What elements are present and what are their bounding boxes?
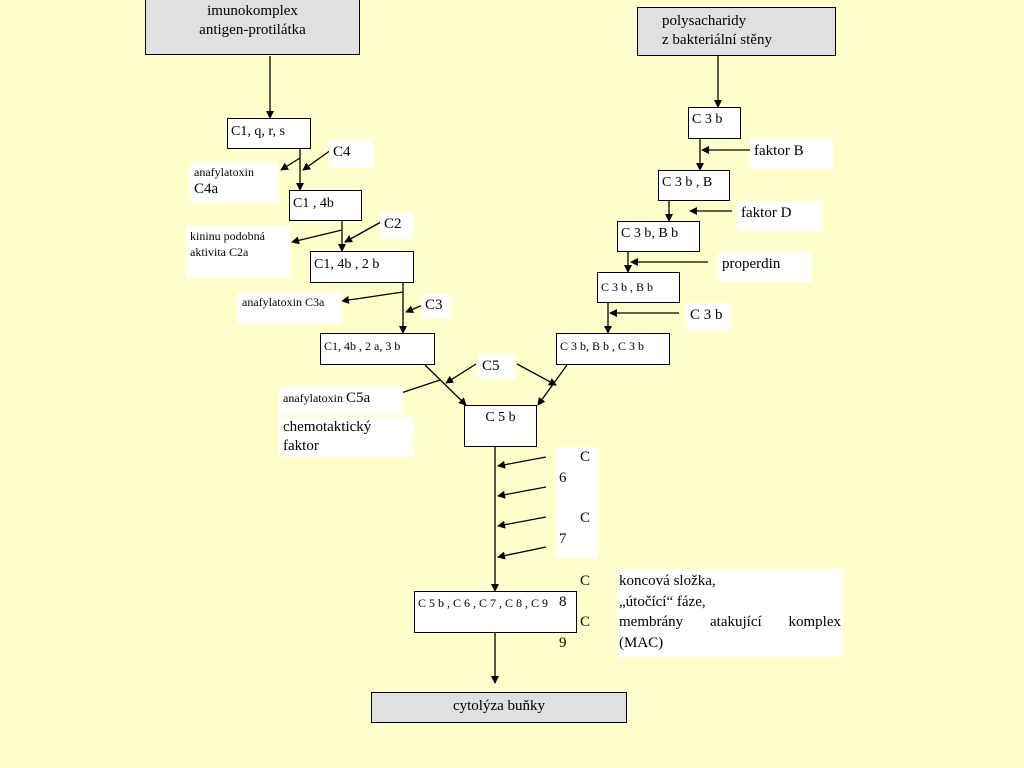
node-alternative-c5-convertase: C 3 b, B b , C 3 b bbox=[556, 333, 670, 365]
arrow-conv-to-c5b-left bbox=[424, 364, 467, 406]
label-c4a-pre: anafylatoxin bbox=[194, 165, 254, 179]
arrow-c7-in-2 bbox=[497, 546, 547, 560]
label-properdin: properdin bbox=[718, 252, 812, 282]
label-c6-letter: C bbox=[579, 449, 590, 465]
label-faktor-d: faktor D bbox=[737, 201, 822, 231]
node-c14b2b: C1, 4b , 2 b bbox=[310, 251, 414, 283]
node-c3bBb-2: C 3 b , B b bbox=[597, 272, 680, 303]
arrow-c4a-out bbox=[280, 157, 301, 171]
mac-desc-line3: membrány atakující komplex bbox=[619, 614, 841, 630]
label-c5a-name: C5a bbox=[345, 390, 371, 406]
arrow-c3a-out bbox=[341, 291, 404, 304]
arrow-c6-in-2 bbox=[497, 486, 547, 499]
start-line-1: imunokomplex bbox=[207, 3, 298, 19]
label-faktor-b: faktor B bbox=[750, 139, 833, 169]
label-c2: C2 bbox=[380, 212, 413, 239]
start-box-immunocomplex: imunokomplex antigen-protilátka bbox=[145, 0, 360, 55]
label-c5: C5 bbox=[478, 355, 515, 379]
label-c6-number: 6 bbox=[559, 469, 567, 486]
arrow-c2a-out bbox=[291, 229, 343, 245]
node-c1: C1, q, r, s bbox=[227, 118, 311, 149]
label-chemotactic-line1: chemotaktický bbox=[283, 419, 372, 435]
mac-desc-line4: (MAC) bbox=[619, 634, 664, 651]
label-c8-c9: C 8 C 9 bbox=[556, 571, 598, 675]
end-box-cell-lysis: cytolýza buňky bbox=[371, 692, 627, 723]
label-c5a-pre: anafylatoxin bbox=[283, 391, 343, 405]
label-c3b-in: C 3 b bbox=[686, 303, 730, 331]
arrow-c6-in-1 bbox=[497, 456, 547, 469]
start-box-polysaccharides: polysacharidy z bakteriální stěny bbox=[637, 7, 836, 56]
label-c2a: kininu podobná aktivita C2a bbox=[186, 226, 290, 278]
mac-desc-line1: koncová složka, bbox=[619, 573, 716, 589]
label-mac-description: koncová složka, „útočící“ fáze, membrány… bbox=[617, 569, 843, 657]
mac-desc-line2: „útočící“ fáze, bbox=[619, 593, 706, 610]
arrow-c2-in bbox=[344, 221, 382, 243]
node-c14b: C1 , 4b bbox=[289, 190, 362, 221]
node-c5b: C 5 b bbox=[464, 405, 537, 447]
label-c7-number: 7 bbox=[559, 530, 567, 547]
label-c9-letter: C bbox=[579, 614, 590, 630]
label-c4: C4 bbox=[329, 140, 373, 168]
label-c5a: anafylatoxin C5a bbox=[279, 387, 403, 415]
label-c7-letter: C bbox=[579, 510, 590, 526]
arrow-c4-in bbox=[302, 149, 332, 171]
arrow-c3-in bbox=[405, 304, 424, 314]
label-c4a-name: C4a bbox=[194, 181, 219, 197]
label-c3: C3 bbox=[421, 294, 451, 318]
node-c3b: C 3 b bbox=[688, 107, 741, 139]
node-c3bB: C 3 b , B bbox=[658, 170, 730, 201]
label-chemotactic: chemotaktický faktor bbox=[279, 417, 413, 457]
arrow-c5-in-left bbox=[445, 363, 477, 384]
node-c3bBb: C 3 b, B b bbox=[617, 221, 700, 252]
label-chemotactic-line2: faktor bbox=[283, 438, 319, 454]
label-c3a: anafylatoxin C3a bbox=[238, 292, 342, 324]
node-mac: C 5 b , C 6 , C 7 , C 8 , C 9 bbox=[414, 591, 577, 633]
alt-start-line-1: polysacharidy bbox=[662, 13, 747, 29]
start-line-2: antigen-protilátka bbox=[199, 22, 306, 38]
label-c8-letter: C bbox=[579, 573, 590, 589]
label-c2a-line2: aktivita C2a bbox=[190, 245, 249, 259]
node-classical-c5-convertase: C1, 4b , 2 a, 3 b bbox=[320, 333, 435, 365]
label-c2a-line1: kininu podobná bbox=[190, 229, 265, 243]
label-c4a: anafylatoxin C4a bbox=[190, 163, 278, 203]
arrow-c5-in-right bbox=[516, 363, 557, 386]
arrow-c7-in-1 bbox=[497, 516, 547, 529]
arrow-conv-to-c5b-right bbox=[537, 364, 568, 406]
label-c8-number: 8 bbox=[559, 593, 567, 610]
alt-start-line-2: z bakteriální stěny bbox=[662, 32, 772, 48]
label-c6-c7: C 6 C 7 bbox=[556, 447, 598, 558]
label-c9-number: 9 bbox=[559, 634, 567, 651]
